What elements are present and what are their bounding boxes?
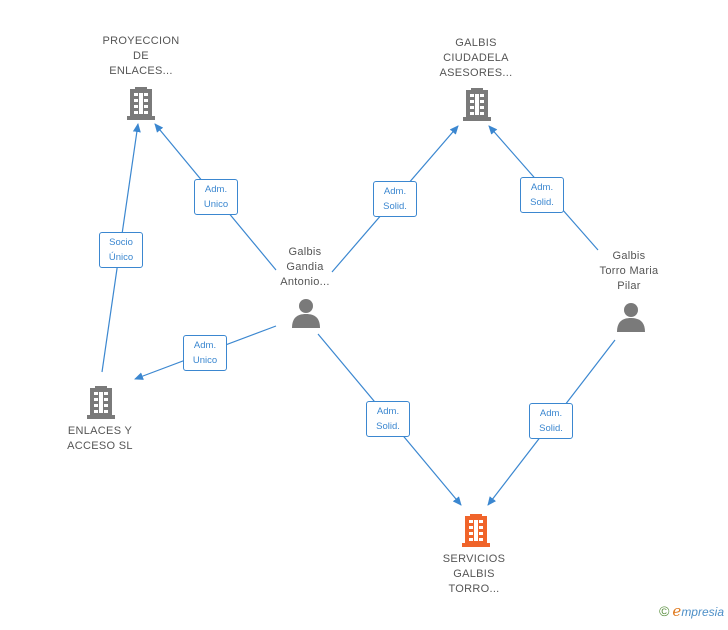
brand-logo-text: mpresia [681, 605, 724, 619]
building-icon[interactable] [127, 87, 155, 120]
edge-label-gandia-proyeccion: Adm. Unico [194, 179, 238, 215]
edge-label-gandia-servicios: Adm. Solid. [366, 401, 410, 437]
building-icon[interactable] [463, 88, 491, 121]
node-label-proyeccion[interactable]: PROYECCION DE ENLACES... [102, 35, 180, 77]
edge-label-gandia-ciudadela: Adm. Solid. [373, 181, 417, 217]
edge-label-enlaces-proyeccion: Socio Único [99, 232, 143, 268]
copyright-icon: © [659, 603, 670, 619]
node-label-galbis-gandia[interactable]: Galbis Gandia Antonio... [280, 246, 330, 288]
person-icon[interactable] [292, 299, 320, 328]
node-label-galbis-ciudadela[interactable]: GALBIS CIUDADELA ASESORES... [439, 37, 513, 79]
building-icon[interactable] [462, 514, 490, 547]
edge-label-torro-ciudadela: Adm. Solid. [520, 177, 564, 213]
building-icon[interactable] [87, 386, 115, 419]
person-icon[interactable] [617, 303, 645, 332]
edge-label-torro-servicios: Adm. Solid. [529, 403, 573, 439]
empresia-brand: ©empresia [659, 602, 724, 620]
node-label-servicios-galbis[interactable]: SERVICIOS GALBIS TORRO... [442, 553, 506, 595]
brand-logo-e: e [672, 602, 682, 620]
node-label-galbis-torro[interactable]: Galbis Torro Maria Pilar [599, 250, 659, 292]
node-label-enlaces-acceso[interactable]: ENLACES Y ACCESO SL [67, 425, 133, 452]
edge-label-gandia-enlaces: Adm. Unico [183, 335, 227, 371]
